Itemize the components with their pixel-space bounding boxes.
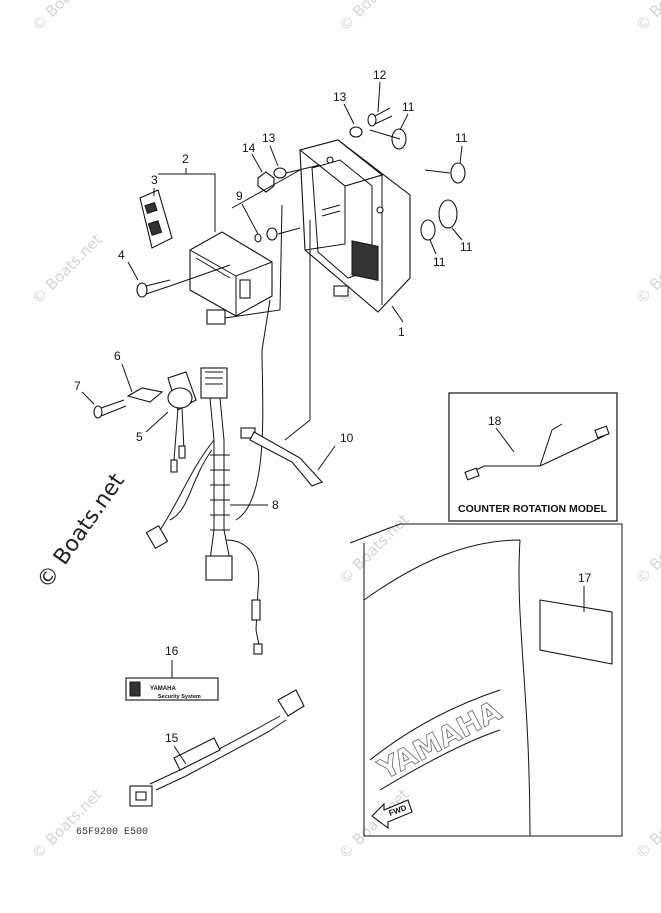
- watermark: © Boats.net: [632, 785, 661, 863]
- part-12-bolt: [367, 107, 393, 127]
- callout-10: 10: [340, 431, 354, 445]
- callout-11: 11: [433, 255, 446, 269]
- inset-label: COUNTER ROTATION MODEL: [458, 503, 608, 515]
- decal-text: Security System: [158, 694, 201, 700]
- cowl-brand: YAMAHA: [372, 694, 507, 787]
- inset-counter-rotation: COUNTER ROTATION MODEL: [448, 392, 618, 522]
- watermark: © Boats.net: [335, 0, 413, 35]
- callout-11: 11: [460, 240, 473, 254]
- part-15-extension-harness: [129, 689, 305, 807]
- callout-14: 14: [242, 141, 256, 155]
- watermark: © Boats.net: [632, 230, 661, 308]
- part-2-control-unit: [189, 231, 273, 325]
- watermark: © Boats.net: [28, 230, 106, 308]
- callout-13: 13: [262, 131, 276, 145]
- callout-18: 18: [488, 414, 502, 428]
- watermark: © Boats.net: [632, 510, 661, 588]
- callout-16: 16: [165, 644, 179, 658]
- callout-11: 11: [455, 131, 468, 145]
- watermark: © Boats.net: [28, 785, 106, 863]
- part-13-washer: [273, 126, 363, 179]
- callout-1: 1: [398, 325, 405, 339]
- part-9-ring-terminal: [254, 227, 278, 243]
- part-5-sensor: [167, 371, 197, 473]
- part-16-decal: YAMAHA Security System: [125, 677, 219, 701]
- callout-11: 11: [402, 100, 415, 114]
- watermark-main: © Boats.net: [32, 469, 130, 594]
- callout-4: 4: [118, 248, 125, 262]
- callouts: 1 2 3 4 5 6 7 8 9 10 11 11 11 11 12 13 1: [74, 68, 592, 765]
- callout-15: 15: [165, 731, 179, 745]
- part-10-cable-tie: [240, 427, 323, 487]
- watermark: © Boats.net: [632, 0, 661, 35]
- part-1-bracket: [298, 139, 411, 313]
- callout-12: 12: [373, 68, 387, 82]
- callout-9: 9: [236, 189, 243, 203]
- watermark: © Boats.net: [335, 785, 413, 863]
- callout-6: 6: [114, 349, 121, 363]
- callout-2: 2: [182, 152, 189, 166]
- part-7-screw: [93, 399, 127, 419]
- assembly-lines: [169, 129, 451, 441]
- callout-5: 5: [136, 430, 143, 444]
- decal-brand: YAMAHA: [150, 686, 176, 692]
- part-8-harness: [145, 299, 271, 655]
- drawing-code: 65F9200 E500: [76, 827, 148, 838]
- watermark: © Boats.net: [28, 0, 106, 35]
- callout-8: 8: [272, 498, 279, 512]
- callout-17: 17: [578, 571, 592, 585]
- callout-13: 13: [333, 90, 347, 104]
- part-4-screw: [136, 279, 171, 298]
- part-6-clamp: [126, 387, 164, 403]
- part-3-key-fob: [139, 189, 173, 249]
- callout-7: 7: [74, 379, 81, 393]
- callout-3: 3: [151, 173, 158, 187]
